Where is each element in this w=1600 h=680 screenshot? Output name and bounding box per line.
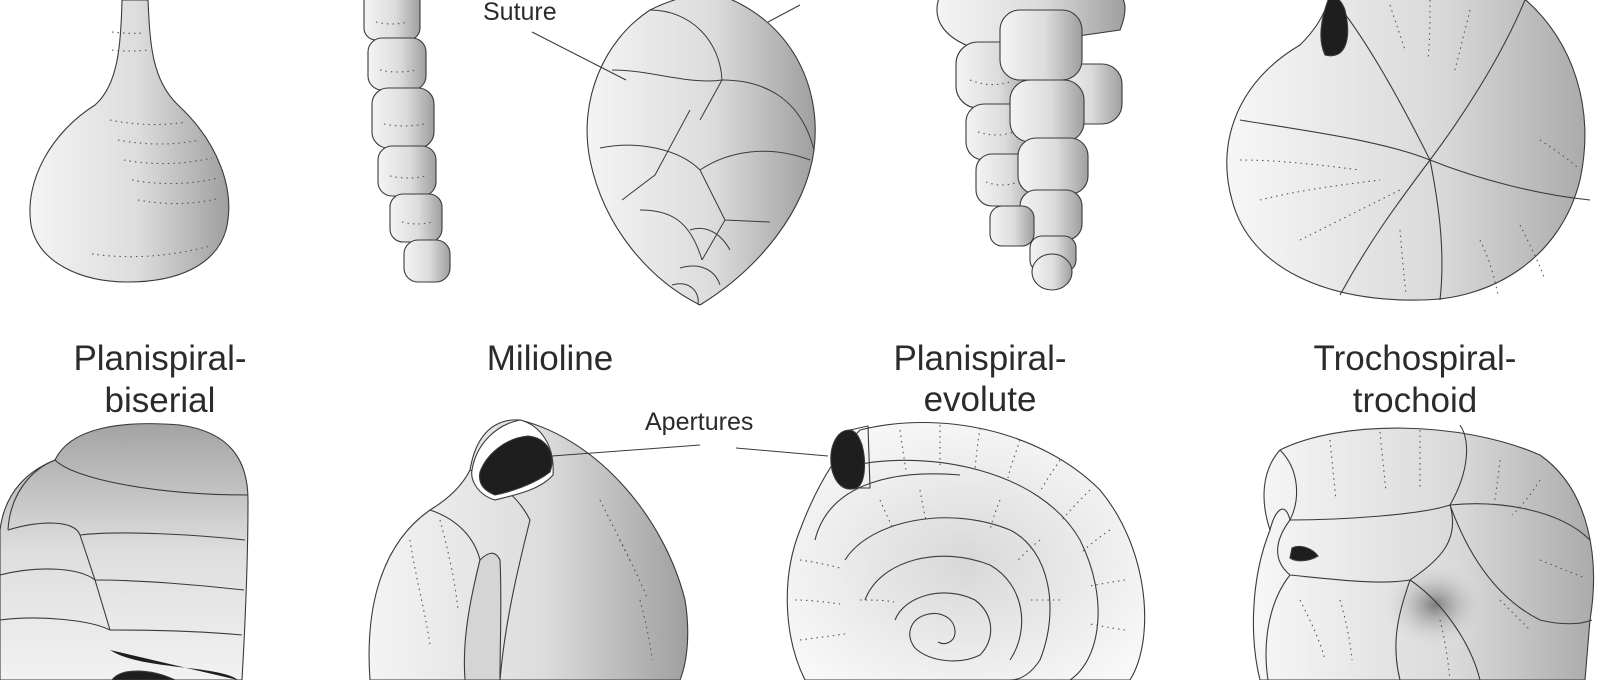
milioline-specimen bbox=[368, 419, 689, 680]
evolute-specimen bbox=[786, 421, 1146, 680]
panel-title-1-line2: biserial bbox=[104, 381, 216, 420]
panel-title-2: Milioline bbox=[440, 340, 660, 378]
panel-title-2-line1: Milioline bbox=[486, 339, 614, 378]
panel-title-4-line2: trochoid bbox=[1352, 381, 1478, 420]
flask-specimen bbox=[29, 0, 230, 283]
spindle-specimen bbox=[586, 0, 816, 306]
triserial-specimen bbox=[936, 0, 1126, 291]
panel-title-1: Planispiral- biserial bbox=[40, 340, 280, 420]
panel-title-1-line1: Planispiral- bbox=[73, 339, 247, 378]
panel-title-4-line1: Trochospiral- bbox=[1313, 339, 1517, 378]
apertures-label: Apertures bbox=[645, 408, 754, 436]
trochospiral-specimen bbox=[1252, 424, 1595, 680]
panel-title-3-line1: Planispiral- bbox=[893, 339, 1067, 378]
planispiral-specimen-top bbox=[1226, 0, 1591, 301]
suture-label: Suture bbox=[483, 0, 557, 26]
panel-title-3: Planispiral- evolute bbox=[860, 340, 1100, 419]
panel-title-3-line2: evolute bbox=[923, 380, 1037, 419]
uniserial-specimen bbox=[363, 0, 451, 283]
suture-leader-2 bbox=[767, 4, 801, 23]
panel-title-4: Trochospiral- trochoid bbox=[1290, 340, 1540, 420]
apertures-leader-left bbox=[551, 444, 701, 457]
leader-lines bbox=[531, 4, 829, 457]
suture-leader bbox=[531, 31, 627, 81]
biserial-specimen bbox=[0, 423, 249, 680]
apertures-leader-right bbox=[735, 447, 829, 457]
